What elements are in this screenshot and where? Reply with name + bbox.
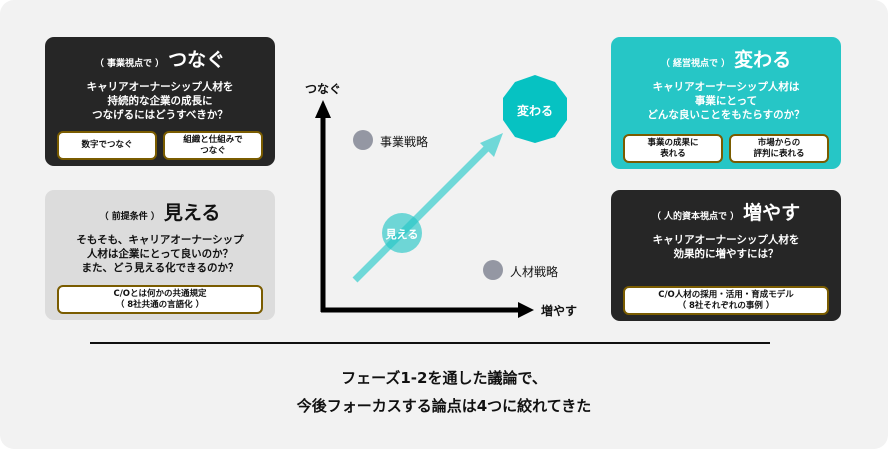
tag-model: C/O人材の採用・活用・育成モデル （ 8社それぞれの事例 ） xyxy=(623,286,829,315)
tag-market-reputation: 市場からの 評判に表れる xyxy=(729,134,829,163)
card-question: キャリアオーナーシップ人材を 持続的な企業の成長に つなげるにはどうすべきか？ xyxy=(86,81,234,121)
goal-octagon xyxy=(503,75,567,143)
tag-business-results: 事業の成果に 表れる xyxy=(623,134,723,163)
card-title: 変わる xyxy=(734,49,792,71)
progress-arrowhead xyxy=(480,133,503,157)
footer-line-2: 今後フォーカスする論点は4つに絞れてきた xyxy=(296,397,592,415)
goal-label: 変わる xyxy=(516,104,553,118)
business-strategy-label: 事業戦略 xyxy=(380,135,429,149)
business-strategy-dot xyxy=(353,130,373,150)
x-axis-label: 増やす xyxy=(541,304,578,318)
card-mieru: （ 前提条件 ）見える そもそも、キャリアオーナーシップ 人材は企業にとって良い… xyxy=(45,190,275,320)
card-question: キャリアオーナーシップ人材は 事業にとって どんな良いことをもたらすのか？ xyxy=(647,81,805,121)
card-prefix: （ 事業視点で ） xyxy=(94,59,165,69)
y-axis-label: つなぐ xyxy=(305,82,342,96)
card-prefix: （ 経営視点で ） xyxy=(660,59,731,69)
card-prefix: （ 前提条件 ） xyxy=(99,212,160,222)
card-question: そもそも、キャリアオーナーシップ 人材は企業にとって良いのか？ また、どう見える… xyxy=(76,234,244,274)
card-fuyasu: （ 人的資本視点で ）増やす キャリアオーナーシップ人材を 効果的に増やすには？… xyxy=(611,190,841,321)
tag-organization: 組織と仕組みで つなぐ xyxy=(163,131,263,160)
start-circle xyxy=(382,213,422,253)
tag-definition: C/Oとは何かの共通規定 （ 8社共通の言語化 ） xyxy=(57,285,263,314)
hr-strategy-dot xyxy=(483,260,503,280)
y-axis-arrowhead xyxy=(315,100,331,118)
card-question: キャリアオーナーシップ人材を 効果的に増やすには？ xyxy=(652,234,800,260)
card-prefix: （ 人的資本視点で ） xyxy=(651,212,740,222)
footer-line-1: フェーズ1-2を通した議論で、 xyxy=(341,369,547,387)
card-tsunagu: （ 事業視点で ）つなぐ キャリアオーナーシップ人材を 持続的な企業の成長に つ… xyxy=(45,37,275,166)
progress-arrow xyxy=(352,142,493,283)
tag-numbers: 数字でつなぐ xyxy=(57,131,157,160)
card-title: つなぐ xyxy=(168,49,226,71)
card-title: 見える xyxy=(163,202,221,224)
x-axis-arrowhead xyxy=(518,302,534,318)
start-label: 見える xyxy=(385,228,419,241)
card-title: 増やす xyxy=(743,202,801,224)
hr-strategy-label: 人材戦略 xyxy=(510,265,559,279)
card-kawaru: （ 経営視点で ）変わる キャリアオーナーシップ人材は 事業にとって どんな良い… xyxy=(611,37,841,169)
